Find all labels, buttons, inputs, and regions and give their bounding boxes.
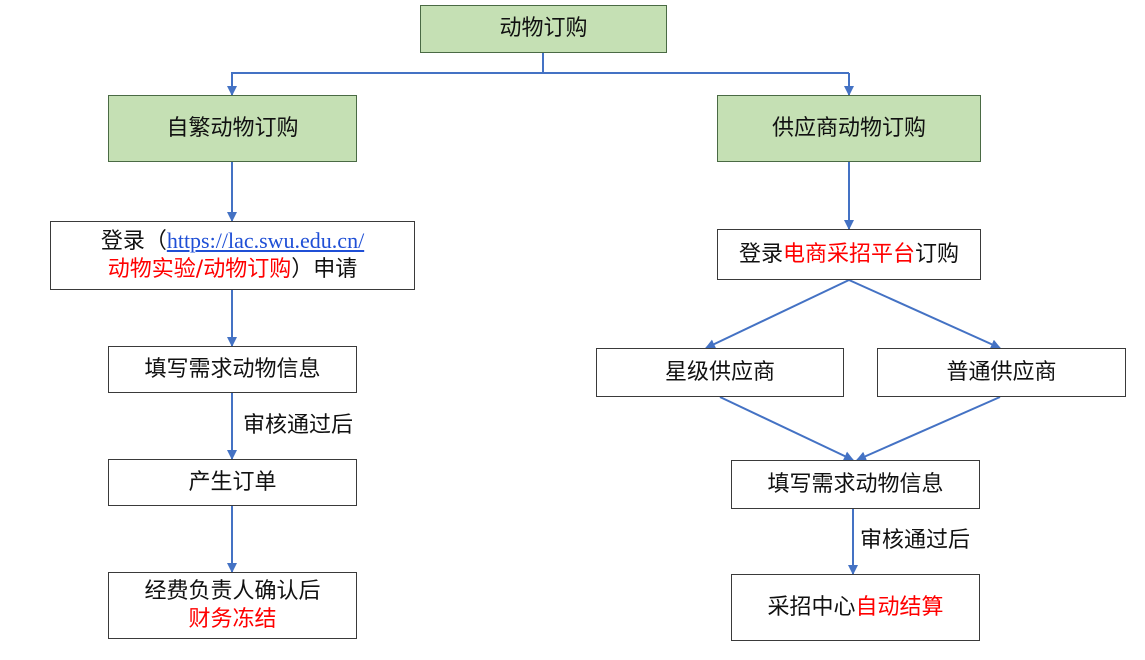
order-path: 动物实验/动物订购 <box>107 257 292 282</box>
root-split-connector <box>231 52 849 95</box>
auto-settlement-node: 采招中心自动结算 <box>731 574 980 641</box>
generate-order-node: 产生订单 <box>108 459 357 506</box>
login-prefix: 登录（ <box>100 229 167 254</box>
ecommerce-platform: 电商采招平台 <box>782 241 915 267</box>
auto-settlement-label: 自动结算 <box>855 594 944 620</box>
procurement-center-label: 采招中心 <box>767 594 856 620</box>
fill-info-label-left: 填写需求动物信息 <box>144 356 321 382</box>
arrow-normal-to-fill <box>856 396 1001 461</box>
ecommerce-login-line: 登录电商采招平台订购 <box>739 241 959 269</box>
fill-info-node-right: 填写需求动物信息 <box>731 460 980 509</box>
arrow-right-to-normal <box>848 279 1001 349</box>
fill-info-label-right: 填写需求动物信息 <box>767 471 944 497</box>
normal-supplier-label: 普通供应商 <box>946 359 1057 385</box>
normal-supplier-node: 普通供应商 <box>877 348 1126 397</box>
star-supplier-node: 星级供应商 <box>596 348 844 397</box>
self-breeding-node: 自繁动物订购 <box>108 95 357 162</box>
login-apply-line2: 动物实验/动物订购）申请 <box>108 256 357 284</box>
arrow-star-to-fill <box>719 396 854 461</box>
fund-freeze-label: 财务冻结 <box>188 606 277 632</box>
fund-freeze-node: 经费负责人确认后 财务冻结 <box>108 572 357 639</box>
login-apply-line1: 登录（https://lac.swu.edu.cn/ <box>101 227 364 256</box>
self-breeding-label: 自繁动物订购 <box>166 115 299 141</box>
star-supplier-label: 星级供应商 <box>664 359 775 385</box>
auto-settlement-line: 采招中心自动结算 <box>767 594 943 622</box>
supplier-order-label: 供应商动物订购 <box>771 115 926 141</box>
root-node: 动物订购 <box>420 5 667 53</box>
fill-info-node-left: 填写需求动物信息 <box>108 346 357 393</box>
approval-label-left: 审核通过后 <box>243 413 354 438</box>
ecommerce-login-prefix: 登录 <box>738 241 783 267</box>
approval-label-right: 审核通过后 <box>860 528 971 553</box>
generate-order-label: 产生订单 <box>188 469 277 495</box>
apply-suffix: ）申请 <box>291 257 358 282</box>
root-label: 动物订购 <box>499 16 588 41</box>
arrow-right-to-star <box>705 279 850 349</box>
ecommerce-login-node: 登录电商采招平台订购 <box>717 229 981 280</box>
ecommerce-login-suffix: 订购 <box>915 241 960 267</box>
fund-confirm-label: 经费负责人确认后 <box>144 578 321 604</box>
lac-url-link[interactable]: https://lac.swu.edu.cn/ <box>166 228 365 253</box>
login-apply-node: 登录（https://lac.swu.edu.cn/ 动物实验/动物订购）申请 <box>50 221 415 290</box>
supplier-order-node: 供应商动物订购 <box>717 95 981 162</box>
